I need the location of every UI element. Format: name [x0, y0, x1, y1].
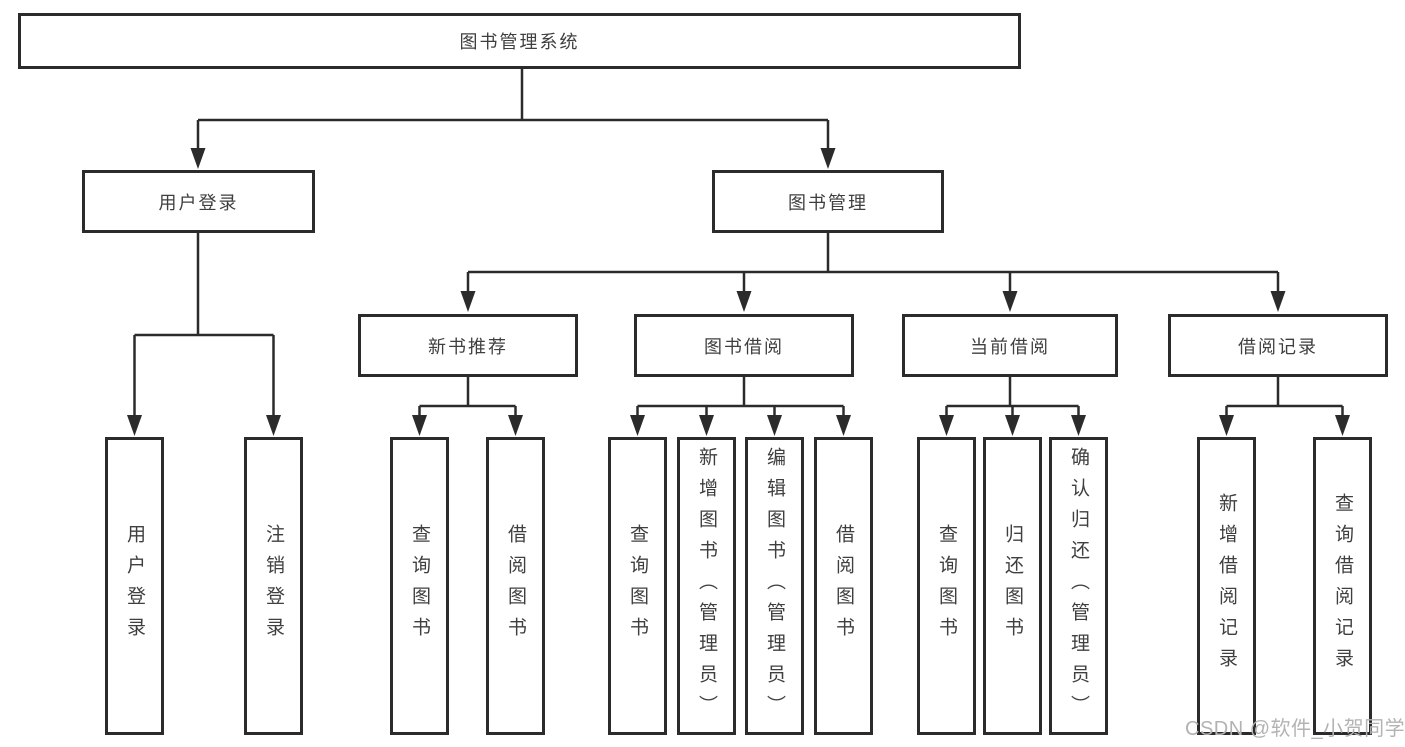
leaf-add-borrow-record: 新增借阅记录 [1197, 437, 1256, 735]
leaf-label: 借阅图书 [505, 524, 526, 648]
leaf-edit-books-admin: 编辑图书（管理员） [745, 437, 804, 735]
leaf-borrow-books-borrowing: 借阅图书 [814, 437, 873, 735]
watermark: CSDN @软件_小贺同学 [1185, 718, 1405, 740]
node-new-book-recommendation: 新书推荐 [358, 314, 578, 377]
node-user-login: 用户登录 [82, 170, 315, 233]
leaf-label: 确认归还（管理员） [1068, 446, 1089, 726]
node-borrowing-records: 借阅记录 [1168, 314, 1388, 377]
leaf-label: 查询图书 [936, 524, 957, 648]
node-book-management: 图书管理 [712, 170, 944, 233]
leaf-search-books-current: 查询图书 [917, 437, 976, 735]
leaf-logout: 注销登录 [244, 437, 303, 735]
node-current-borrowing: 当前借阅 [902, 314, 1118, 377]
node-root: 图书管理系统 [18, 13, 1021, 69]
leaf-label: 归还图书 [1002, 524, 1023, 648]
leaf-borrow-books-recommend: 借阅图书 [486, 437, 545, 735]
leaf-return-books: 归还图书 [983, 437, 1042, 735]
leaf-confirm-return-admin: 确认归还（管理员） [1049, 437, 1108, 735]
node-book-borrowing: 图书借阅 [634, 314, 854, 377]
leaf-label: 借阅图书 [833, 524, 854, 648]
leaf-label: 查询图书 [409, 524, 430, 648]
leaf-search-borrow-record: 查询借阅记录 [1313, 437, 1372, 735]
leaf-user-login: 用户登录 [105, 437, 164, 735]
leaf-label: 注销登录 [263, 524, 284, 648]
leaf-label: 查询图书 [627, 524, 648, 648]
leaf-search-books-recommend: 查询图书 [390, 437, 449, 735]
leaf-search-books-borrowing: 查询图书 [608, 437, 667, 735]
leaf-label: 用户登录 [124, 524, 145, 648]
leaf-label: 新增借阅记录 [1216, 493, 1237, 679]
leaf-add-books-admin: 新增图书（管理员） [677, 437, 736, 735]
leaf-label: 编辑图书（管理员） [764, 446, 785, 726]
leaf-label: 新增图书（管理员） [696, 446, 717, 726]
leaf-label: 查询借阅记录 [1332, 493, 1353, 679]
